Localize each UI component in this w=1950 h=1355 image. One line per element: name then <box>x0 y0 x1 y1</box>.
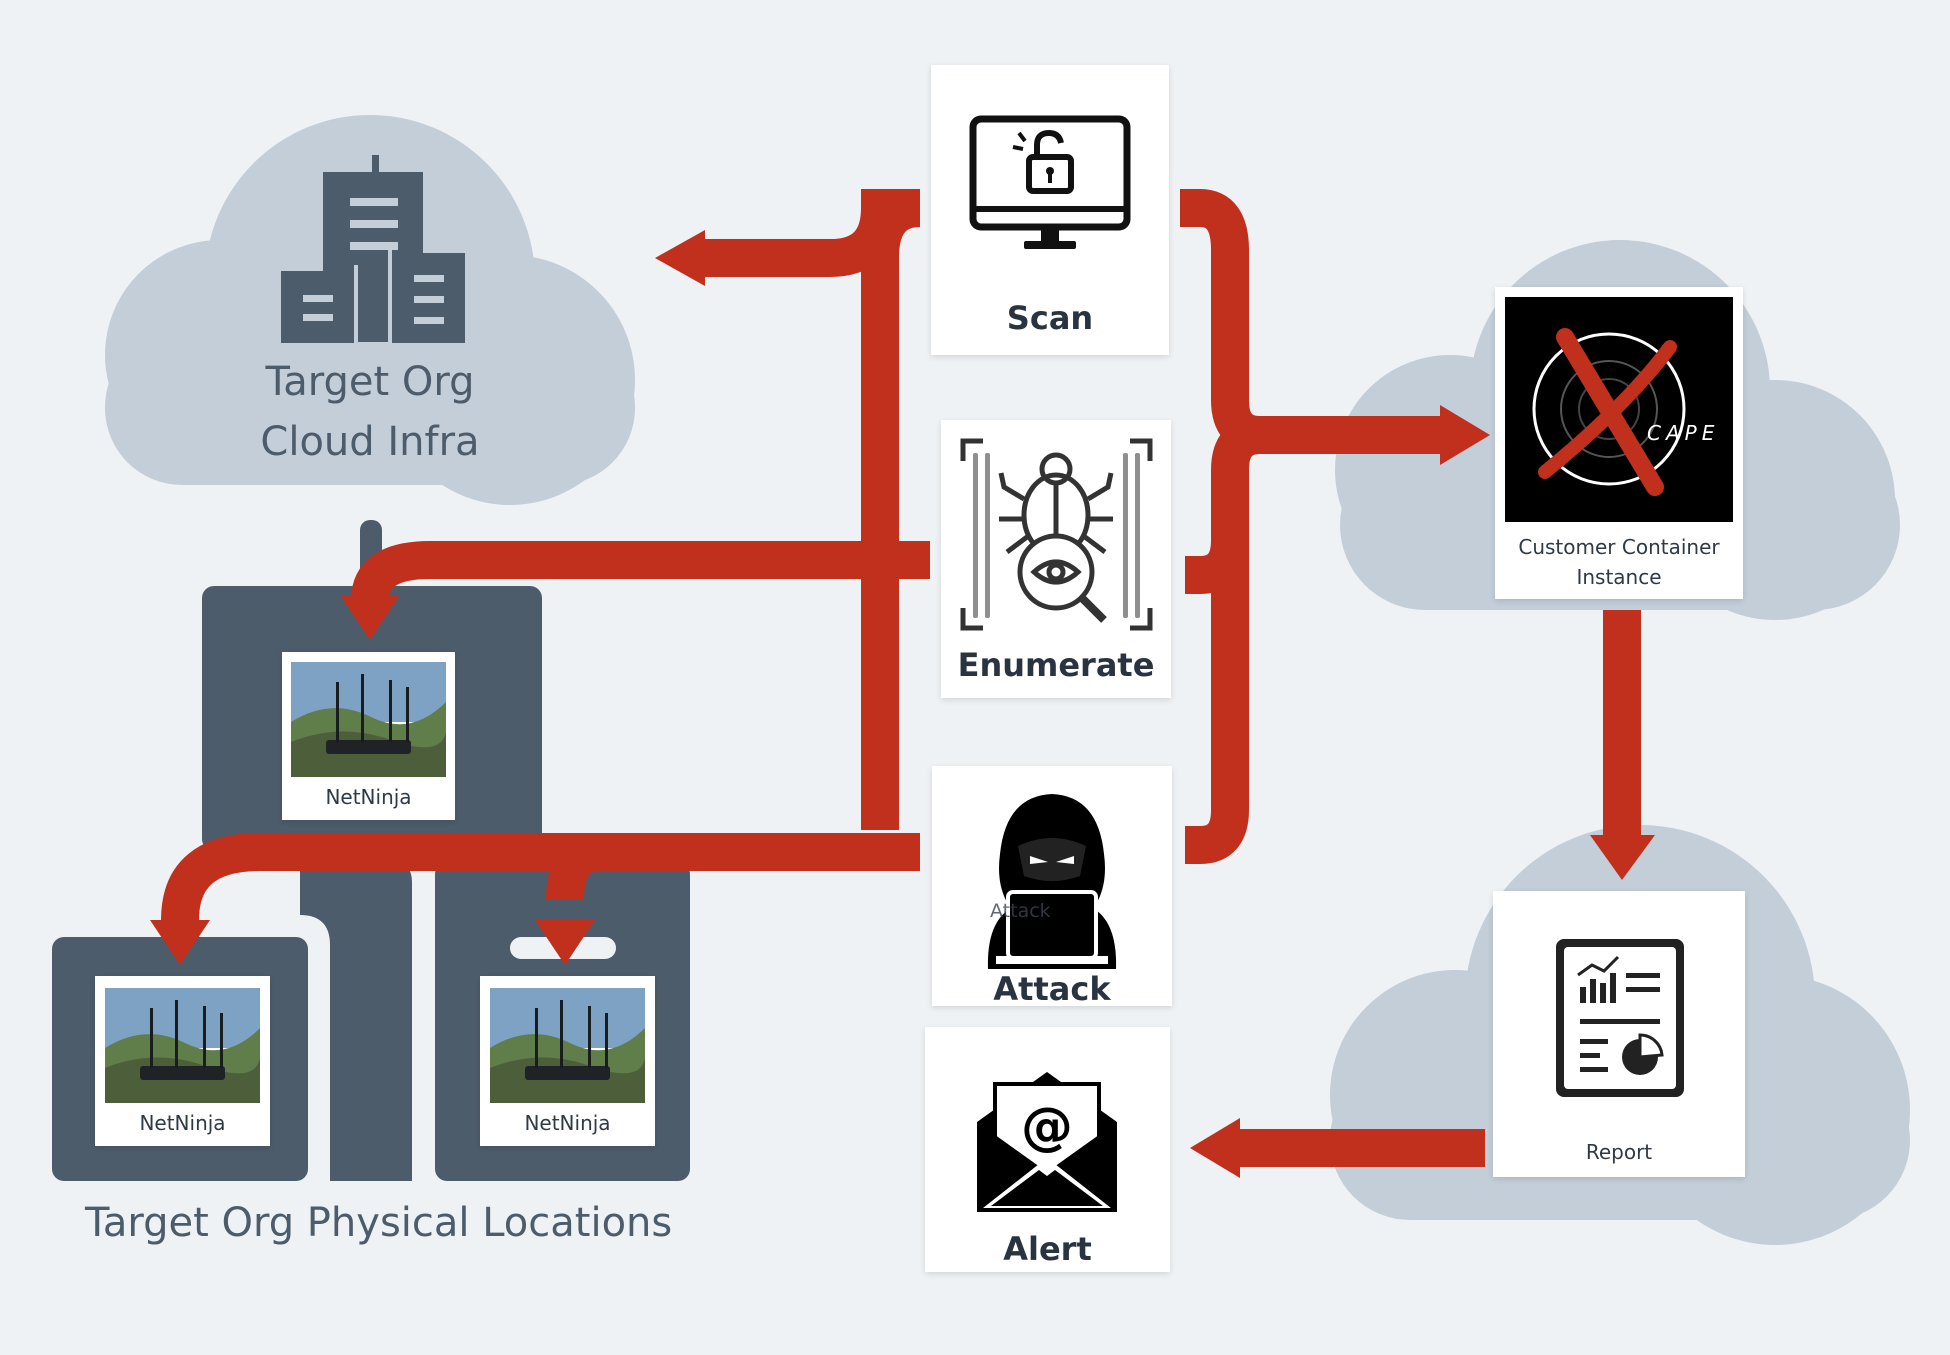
enumerate-card[interactable]: Enumerate <box>941 420 1171 698</box>
arrow-to-building-top <box>351 541 930 602</box>
attack-overlay-text: Attack <box>990 900 1051 922</box>
xcape-logo: CAPE <box>1505 297 1733 522</box>
attack-card[interactable]: Attack Attack <box>932 766 1172 1008</box>
bug-scan-icon <box>960 438 1153 631</box>
report-card[interactable]: Report <box>1493 891 1745 1177</box>
netninja-card-top[interactable]: NetNinja <box>282 652 455 820</box>
alert-card[interactable]: @ Alert <box>925 1027 1170 1272</box>
netninja-card-right[interactable]: NetNinja <box>480 976 655 1146</box>
svg-text:@: @ <box>1021 1097 1073 1157</box>
netninja-label: NetNinja <box>139 1111 226 1135</box>
email-at-icon: @ <box>977 1072 1117 1212</box>
report-label: Report <box>1585 1140 1653 1164</box>
physical-locations-title: Target Org Physical Locations <box>85 1200 673 1246</box>
hacker-laptop-icon <box>987 794 1117 969</box>
container-label-line1: Customer Container <box>1518 535 1720 559</box>
monitor-unlock-icon <box>969 115 1131 249</box>
container-label-line2: Instance <box>1576 565 1662 589</box>
netninja-card-left[interactable]: NetNinja <box>95 976 270 1146</box>
router-photo <box>291 662 446 777</box>
scan-card[interactable]: Scan <box>931 65 1169 355</box>
scan-label: Scan <box>1006 299 1094 337</box>
cloud-infra-title: Target Org Cloud Infra <box>230 352 510 472</box>
arrow-to-building-right <box>546 833 880 901</box>
customer-container-card[interactable]: CAPE Customer Container Instance <box>1495 287 1743 599</box>
red-arrows <box>161 189 1641 1167</box>
router-photo <box>490 988 645 1103</box>
xcape-logo-text: CAPE <box>1647 421 1720 445</box>
cloud-infra-title-line1: Target Org <box>265 359 475 405</box>
cloud-infra-title-line2: Cloud Infra <box>260 419 480 465</box>
arrow-heads <box>150 230 1655 1178</box>
office-buildings-icon <box>281 155 465 343</box>
netninja-label: NetNinja <box>325 785 412 809</box>
report-chart-icon <box>1556 939 1684 1097</box>
attack-label: Attack <box>993 970 1111 1008</box>
container-label: Customer Container Instance <box>1495 532 1743 592</box>
router-photo <box>105 988 260 1103</box>
netninja-label: NetNinja <box>524 1111 611 1135</box>
arrow-to-building-left <box>161 833 920 921</box>
alert-label: Alert <box>1003 1230 1092 1268</box>
enumerate-label: Enumerate <box>957 646 1155 684</box>
cloud-target-infra <box>105 115 635 505</box>
